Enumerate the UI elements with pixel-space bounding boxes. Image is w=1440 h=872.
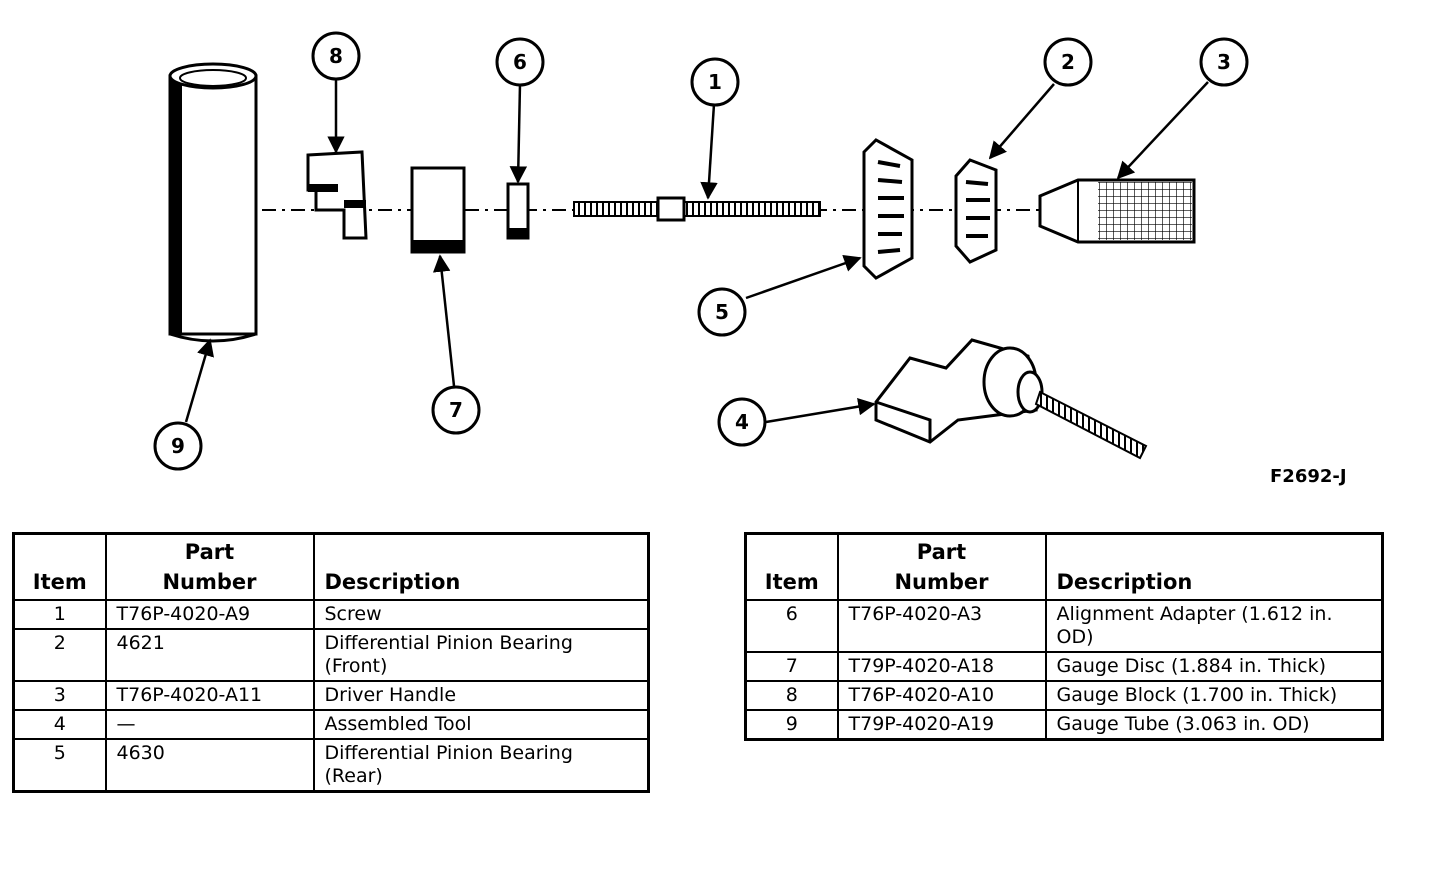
svg-text:1: 1: [708, 70, 722, 94]
table-row: 9 T79P-4020-A19 Gauge Tube (3.063 in. OD…: [744, 709, 1384, 741]
svg-text:4: 4: [735, 410, 749, 434]
item-cell: 4: [12, 709, 107, 740]
callout-1: 1: [690, 57, 740, 107]
description-cell: Assembled Tool: [312, 709, 650, 740]
table-row: 1 T76P-4020-A9 Screw: [12, 599, 650, 630]
description-cell: Alignment Adapter (1.612 in. OD): [1044, 599, 1384, 653]
part-number-cell: T79P-4020-A19: [836, 709, 1047, 741]
description-cell: Differential Pinion Bearing (Rear): [312, 738, 650, 793]
header-item: Item: [744, 532, 839, 601]
assembled-tool: [874, 338, 1148, 460]
description-cell: Gauge Tube (3.063 in. OD): [1044, 709, 1384, 741]
part-number-cell: T76P-4020-A9: [104, 599, 315, 630]
callout-3: 3: [1199, 37, 1249, 87]
part-number-cell: 4621: [104, 628, 315, 682]
header-item: Item: [12, 532, 107, 601]
callout-7: 7: [431, 385, 481, 435]
part-number-cell: —: [104, 709, 315, 740]
callout-5: 5: [697, 287, 747, 337]
part-number-cell: T76P-4020-A10: [836, 680, 1047, 711]
svg-text:2: 2: [1061, 50, 1075, 74]
item-cell: 7: [744, 651, 839, 682]
callout-8: 8: [311, 31, 361, 81]
rear-bearing: [862, 138, 914, 280]
table-row: 6 T76P-4020-A3 Alignment Adapter (1.612 …: [744, 599, 1384, 653]
description-cell: Gauge Disc (1.884 in. Thick): [1044, 651, 1384, 682]
table-row: 4 — Assembled Tool: [12, 709, 650, 740]
table-row: 8 T76P-4020-A10 Gauge Block (1.700 in. T…: [744, 680, 1384, 711]
description-cell: Screw: [312, 599, 650, 630]
description-cell: Differential Pinion Bearing (Front): [312, 628, 650, 682]
item-cell: 8: [744, 680, 839, 711]
svg-text:8: 8: [329, 44, 343, 68]
svg-text:6: 6: [513, 50, 527, 74]
table-row: 5 4630 Differential Pinion Bearing (Rear…: [12, 738, 650, 793]
callout-2: 2: [1043, 37, 1093, 87]
item-cell: 5: [12, 738, 107, 793]
header-description: Description: [1044, 532, 1384, 601]
gauge-disc: [410, 166, 466, 254]
exploded-tool-diagram: 1 2 3 4 5 6 7 8 9: [153, 31, 1249, 471]
description-cell: Gauge Block (1.700 in. Thick): [1044, 680, 1384, 711]
part-number-cell: T79P-4020-A18: [836, 651, 1047, 682]
screw: [573, 196, 821, 222]
callout-6: 6: [495, 37, 545, 87]
front-bearing: [954, 158, 998, 264]
svg-text:5: 5: [715, 300, 729, 324]
svg-text:3: 3: [1217, 50, 1231, 74]
gauge-tube: [168, 62, 258, 343]
item-cell: 2: [12, 628, 107, 682]
driver-handle: [1038, 178, 1196, 244]
item-cell: 6: [744, 599, 839, 653]
table-row: 7 T79P-4020-A18 Gauge Disc (1.884 in. Th…: [744, 651, 1384, 682]
callout-9: 9: [153, 421, 203, 471]
svg-text:9: 9: [171, 434, 185, 458]
table-row: 3 T76P-4020-A11 Driver Handle: [12, 680, 650, 711]
figure-id-label: F2692-J: [1270, 466, 1347, 487]
part-number-cell: 4630: [104, 738, 315, 793]
part-number-cell: T76P-4020-A11: [104, 680, 315, 711]
svg-text:7: 7: [449, 398, 463, 422]
item-cell: 9: [744, 709, 839, 741]
item-cell: 1: [12, 599, 107, 630]
alignment-adapter: [506, 182, 530, 240]
item-cell: 3: [12, 680, 107, 711]
part-number-cell: T76P-4020-A3: [836, 599, 1047, 653]
header-description: Description: [312, 532, 650, 601]
gauge-block: [306, 150, 368, 240]
description-cell: Driver Handle: [312, 680, 650, 711]
callout-4: 4: [717, 397, 767, 447]
table-row: 2 4621 Differential Pinion Bearing (Fron…: [12, 628, 650, 682]
